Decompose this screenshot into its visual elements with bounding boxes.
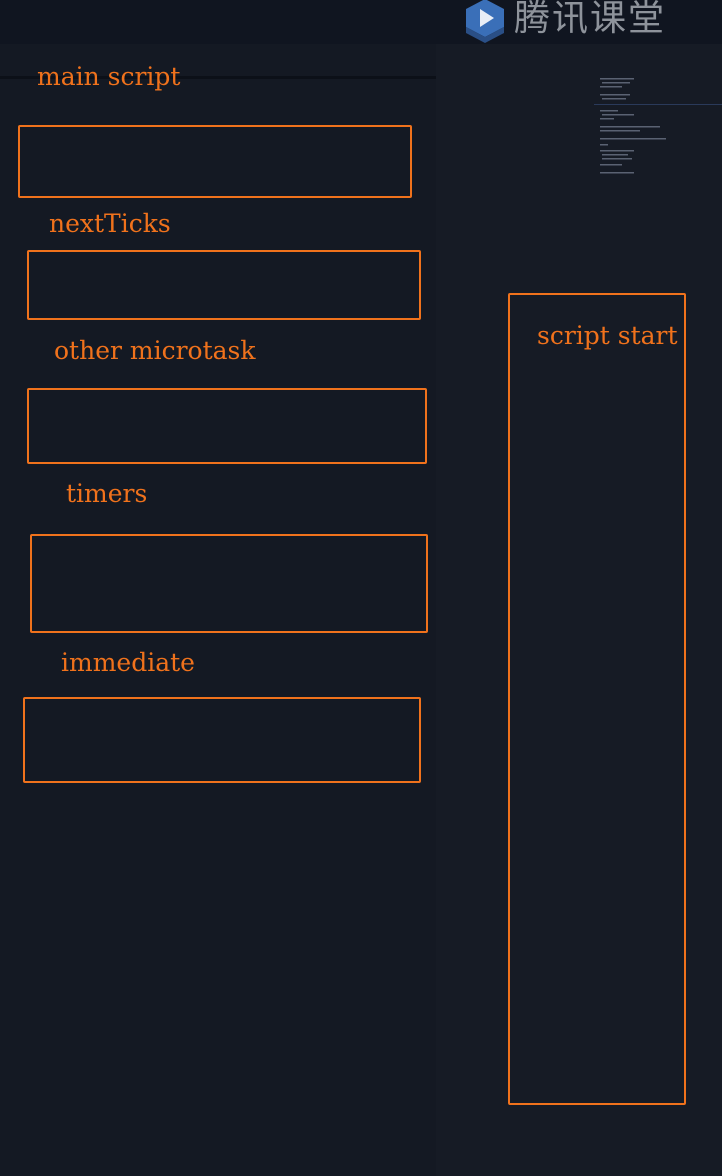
output-panel-background: [436, 44, 722, 1176]
immediate-label: immediate: [61, 648, 195, 677]
top-bar: [0, 0, 722, 44]
output-box: [508, 293, 686, 1105]
timers-box: [30, 534, 428, 633]
tencent-classroom-play-icon: [466, 0, 504, 43]
other-microtask-label: other microtask: [54, 336, 256, 365]
next-ticks-label: nextTicks: [49, 209, 171, 238]
main-script-box: [18, 125, 412, 198]
tencent-classroom-watermark: 腾讯课堂: [462, 0, 722, 44]
immediate-box: [23, 697, 421, 783]
other-microtask-box: [27, 388, 427, 464]
next-ticks-box: [27, 250, 421, 320]
divider-line: [0, 76, 590, 79]
code-thumbnail: [594, 78, 722, 174]
timers-label: timers: [66, 479, 148, 508]
output-title: script start: [537, 321, 678, 350]
main-script-label: main script: [37, 62, 181, 91]
watermark-text: 腾讯课堂: [514, 0, 667, 39]
